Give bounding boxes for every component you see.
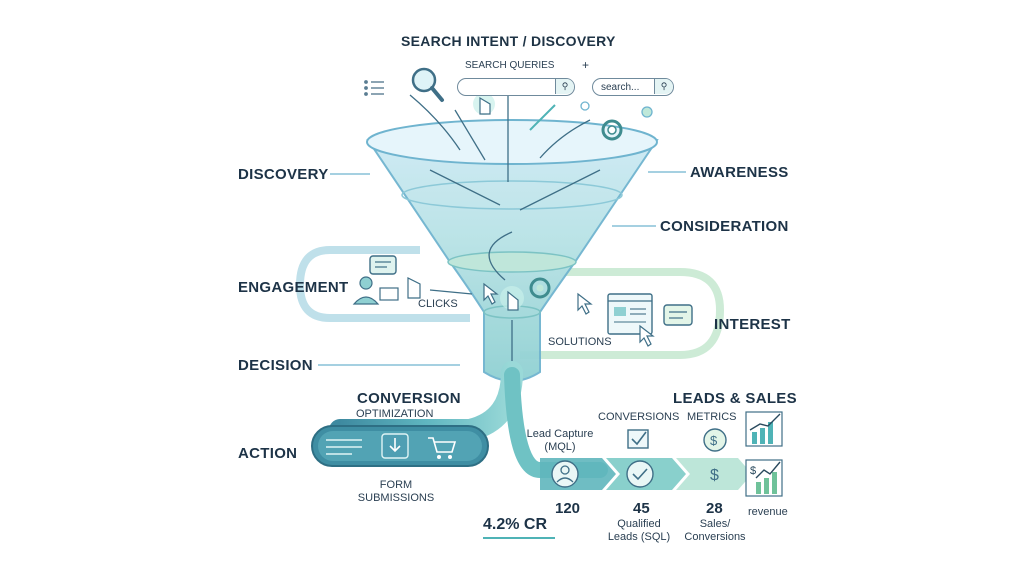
conversion-rate: 4.2% CR bbox=[483, 516, 548, 533]
cursor-click-icon bbox=[483, 282, 499, 305]
user-icon bbox=[551, 460, 579, 488]
conversions-label: CONVERSIONS bbox=[598, 411, 680, 423]
click-hand-icon bbox=[407, 277, 421, 299]
list-icon bbox=[364, 80, 384, 96]
plus-icon: + bbox=[582, 58, 590, 72]
solutions-label: SOLUTIONS bbox=[548, 336, 612, 348]
svg-text:$: $ bbox=[750, 465, 756, 477]
optimization-label: OPTIMIZATION bbox=[356, 408, 434, 420]
stage-discovery: DISCOVERY bbox=[238, 166, 329, 183]
stage-decision: DECISION bbox=[238, 357, 313, 374]
pointer-hand-icon bbox=[473, 93, 495, 115]
metric-label-3: Sales/ Conversions bbox=[684, 518, 746, 543]
dollar-coin-icon: $ bbox=[703, 428, 727, 452]
check-circle-icon bbox=[626, 460, 654, 488]
lead-capture-label: Lead Capture (MQL) bbox=[526, 428, 594, 453]
cursor-icon bbox=[577, 292, 655, 347]
bar-chart-icon bbox=[745, 411, 783, 447]
gear-icon bbox=[601, 119, 623, 141]
funnel-rim bbox=[366, 119, 658, 165]
menu-lines-icon bbox=[326, 439, 362, 455]
revenue-label: revenue bbox=[748, 506, 788, 518]
metric-label-2: Qualified Leads (SQL) bbox=[607, 518, 671, 543]
search-input-1[interactable]: ⚲ bbox=[457, 78, 575, 96]
svg-text:$: $ bbox=[710, 467, 719, 484]
chat-bubble-icon bbox=[369, 255, 397, 275]
revenue-chart-icon: $ bbox=[745, 459, 783, 497]
stage-awareness: AWARENESS bbox=[690, 164, 789, 181]
pointer-hand-icon bbox=[500, 286, 524, 311]
stage-action: ACTION bbox=[238, 445, 298, 462]
metric-value-1: 120 bbox=[555, 500, 581, 517]
chat-bubble-icon bbox=[663, 304, 693, 326]
download-icon bbox=[381, 433, 409, 459]
page-title: SEARCH INTENT / DISCOVERY bbox=[401, 33, 616, 49]
conversion-label: CONVERSION bbox=[357, 390, 461, 407]
stage-engagement: ENGAGEMENT bbox=[238, 279, 349, 296]
gear-icon bbox=[529, 277, 551, 299]
stage-consideration: CONSIDERATION bbox=[660, 218, 789, 235]
leads-sales-label: LEADS & SALES bbox=[673, 390, 797, 407]
cart-icon bbox=[428, 437, 457, 459]
metrics-label: METRICS bbox=[687, 411, 737, 423]
person-icon bbox=[352, 276, 399, 305]
magnifier-icon bbox=[411, 67, 444, 102]
dollar-icon: $ bbox=[710, 467, 719, 484]
search-input-2[interactable]: search... ⚲ bbox=[592, 78, 674, 96]
checkbox-icon bbox=[627, 429, 649, 449]
stage-interest: INTEREST bbox=[714, 316, 791, 333]
clicks-label: CLICKS bbox=[418, 298, 458, 310]
metric-value-2: 45 bbox=[633, 500, 650, 517]
browser-window-icon bbox=[607, 293, 653, 335]
engagement-loop bbox=[295, 246, 470, 322]
form-submissions-label: FORM SUBMISSIONS bbox=[357, 479, 435, 504]
search-icon[interactable]: ⚲ bbox=[654, 79, 673, 94]
search-placeholder: search... bbox=[601, 82, 640, 93]
metric-value-3: 28 bbox=[706, 500, 723, 517]
search-icon[interactable]: ⚲ bbox=[555, 79, 574, 94]
search-queries-label: SEARCH QUERIES bbox=[465, 60, 555, 71]
svg-text:$: $ bbox=[710, 433, 718, 448]
interest-loop bbox=[520, 268, 725, 359]
